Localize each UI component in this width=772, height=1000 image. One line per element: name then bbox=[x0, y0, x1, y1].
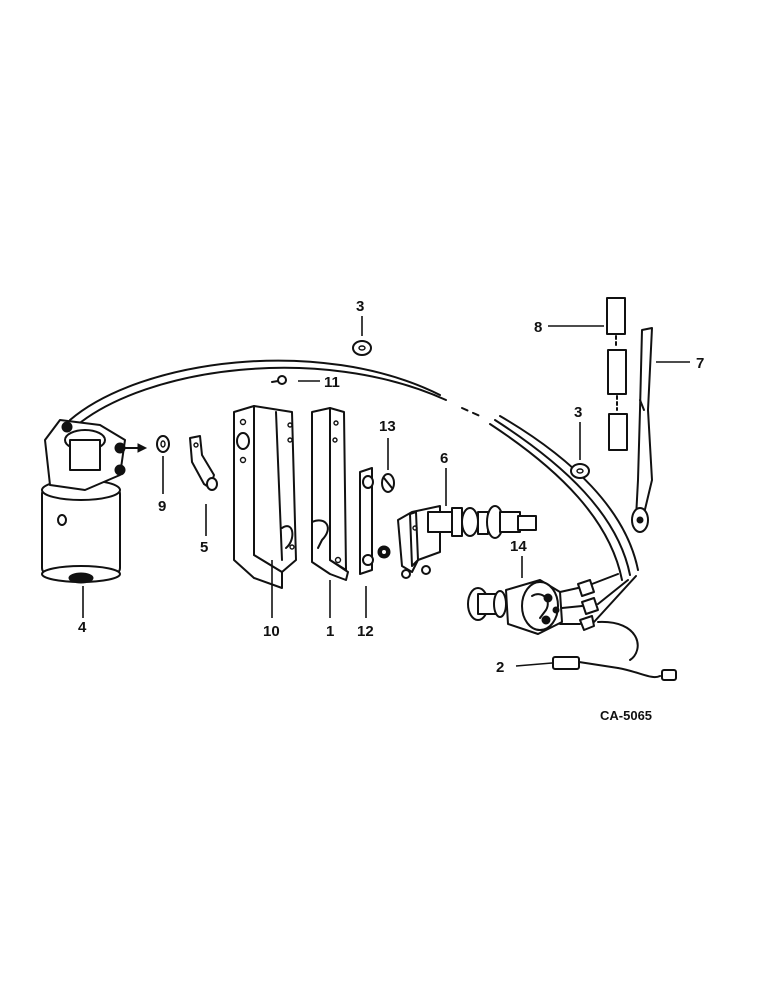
wiper-arm-7 bbox=[631, 327, 653, 533]
callout-3-lower: 3 bbox=[574, 404, 582, 421]
callout-5: 5 bbox=[200, 539, 208, 556]
washer-9 bbox=[156, 435, 170, 453]
callout-3-upper: 3 bbox=[356, 298, 364, 315]
callout-7: 7 bbox=[696, 355, 704, 372]
wiper-motor bbox=[41, 419, 148, 584]
mounting-bracket-10 bbox=[233, 405, 297, 618]
callout-12: 12 bbox=[357, 623, 374, 640]
wire-harness-2 bbox=[552, 620, 677, 681]
callout-1: 1 bbox=[326, 623, 334, 640]
screw-11 bbox=[271, 375, 287, 385]
callout-13: 13 bbox=[379, 418, 396, 435]
callout-9: 9 bbox=[158, 498, 166, 515]
plate-12 bbox=[359, 467, 391, 618]
pivot-shaft-6 bbox=[397, 505, 537, 579]
callout-6: 6 bbox=[440, 450, 448, 467]
callout-11: 11 bbox=[324, 374, 340, 391]
callout-labels: 1 2 3 3 4 5 6 7 8 9 10 11 12 13 14 bbox=[78, 298, 704, 676]
grommet-3-lower bbox=[570, 463, 590, 479]
bracket-1 bbox=[311, 407, 349, 618]
wiper-blade-8 bbox=[606, 297, 628, 451]
wiper-cable bbox=[69, 359, 639, 581]
callout-14: 14 bbox=[510, 538, 527, 555]
grommet-3-upper bbox=[352, 340, 372, 356]
clip-13 bbox=[381, 473, 395, 493]
callout-8: 8 bbox=[534, 319, 542, 336]
reference-code: CA-5065 bbox=[600, 708, 652, 723]
callout-10: 10 bbox=[263, 623, 280, 640]
callout-4: 4 bbox=[78, 619, 87, 636]
callout-2: 2 bbox=[496, 659, 504, 676]
leader-lines bbox=[82, 316, 690, 667]
bracket-5 bbox=[189, 435, 218, 491]
switch-14 bbox=[467, 573, 637, 635]
